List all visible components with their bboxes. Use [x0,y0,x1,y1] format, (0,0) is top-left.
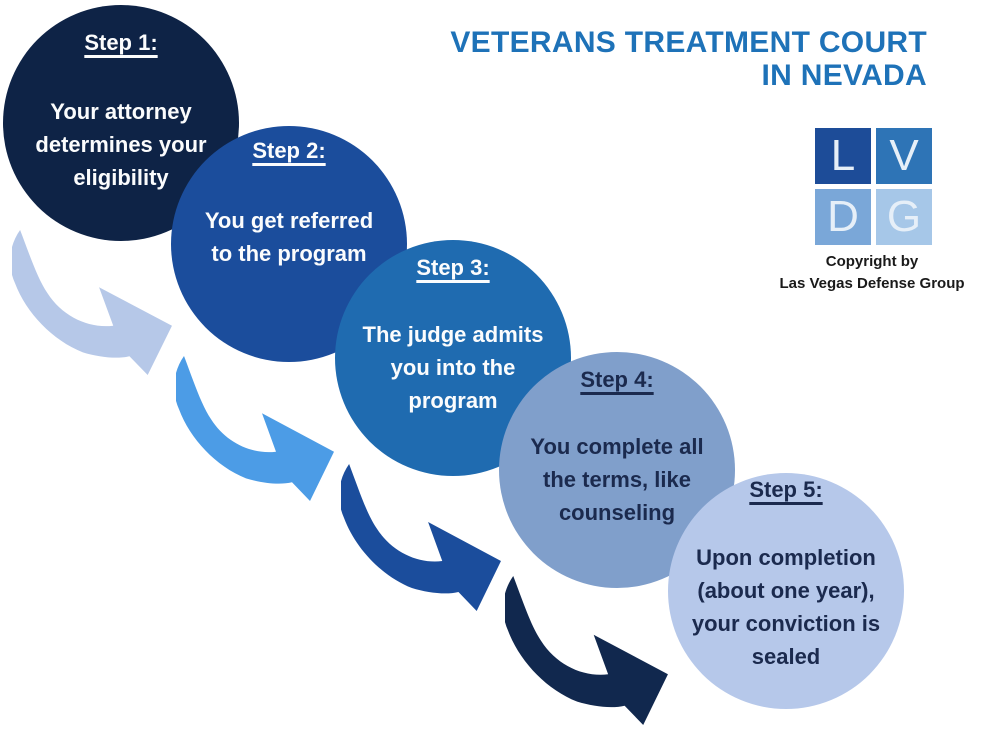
logo-square-g: G [876,189,932,245]
logo-square-d: D [815,189,871,245]
step-1-text: Your attorney determines your eligibilit… [35,99,207,190]
step-3-label: Step 3: [416,255,490,280]
copyright-text: Copyright by Las Vegas Defense Group [752,251,984,295]
step-2-label: Step 2: [252,138,326,163]
step-2-text: You get referred to the program [204,208,374,266]
logo-square-v: V [876,128,932,184]
page-title-line-2: IN NEVADA [761,59,927,92]
step-4-label: Step 4: [580,367,654,392]
arrow-step2-to-step3-icon [176,356,334,502]
logo-square-l: L [815,128,871,184]
arrow-step4-to-step5-icon [505,576,668,725]
lvdg-logo: L V D G [815,128,932,245]
arrow-step3-to-step4-icon [341,464,501,611]
step-5-text: Upon completion (about one year), your c… [691,545,881,669]
page-title: VETERANS TREATMENT COURT IN NEVADA [450,26,927,92]
step-5-label: Step 5: [749,477,823,502]
copyright-line-1: Copyright by [825,253,919,270]
step-4-text: You complete all the terms, like counsel… [530,434,704,525]
arrow-step1-to-step2-icon [12,230,172,376]
page-title-line-1: VETERANS TREATMENT COURT [450,26,927,59]
step-3-text: The judge admits you into the program [362,322,544,413]
step-5-circle: Step 5: Upon completion (about one year)… [668,473,904,709]
step-4-circle: Step 4: You complete all the terms, like… [499,352,735,588]
step-1-circle: Step 1: Your attorney determines your el… [3,5,239,241]
copyright-line-2: Las Vegas Defense Group [779,275,965,292]
step-1-label: Step 1: [84,30,158,55]
